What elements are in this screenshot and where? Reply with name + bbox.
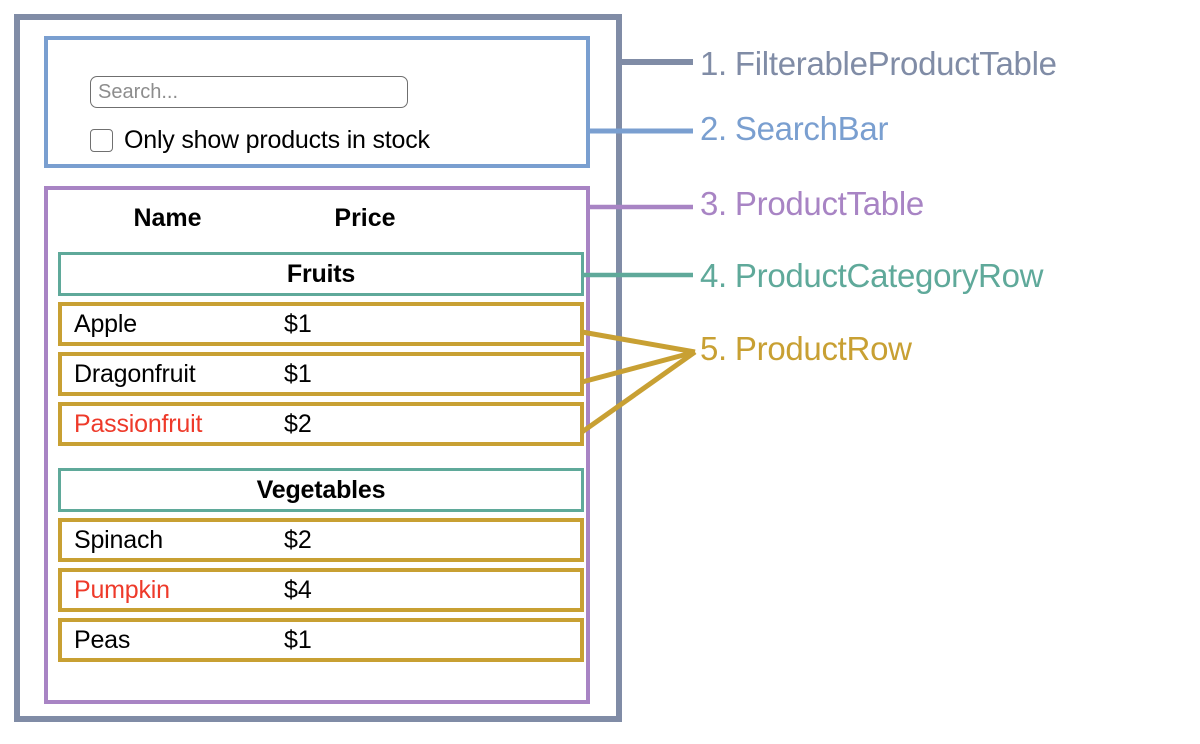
annotation-number-3: 3. bbox=[700, 185, 727, 222]
product-row: Apple $1 bbox=[58, 302, 584, 346]
annotation-label-product-row: 5.ProductRow bbox=[700, 330, 912, 368]
product-price-cell: $2 bbox=[284, 409, 312, 438]
annotation-text-2: SearchBar bbox=[734, 110, 889, 147]
annotation-label-product-category-row: 4.ProductCategoryRow bbox=[700, 257, 1043, 295]
product-category-label: Fruits bbox=[286, 259, 356, 288]
annotation-text-1: FilterableProductTable bbox=[734, 45, 1057, 82]
annotation-number-4: 4. bbox=[700, 257, 727, 294]
product-name-cell: Passionfruit bbox=[74, 409, 203, 438]
product-row: Dragonfruit $1 bbox=[58, 352, 584, 396]
in-stock-filter-row[interactable]: Only show products in stock bbox=[90, 126, 430, 155]
product-name-cell: Apple bbox=[74, 309, 137, 338]
search-bar-outline bbox=[44, 36, 590, 168]
search-input[interactable] bbox=[90, 76, 408, 108]
product-price-cell: $1 bbox=[284, 309, 312, 338]
product-row: Passionfruit $2 bbox=[58, 402, 584, 446]
product-name-cell: Dragonfruit bbox=[74, 359, 196, 388]
annotation-label-filterable-product-table: 1.FilterableProductTable bbox=[700, 45, 1057, 83]
product-name-cell: Pumpkin bbox=[74, 575, 170, 604]
product-row: Peas $1 bbox=[58, 618, 584, 662]
product-category-row: Fruits bbox=[58, 252, 584, 296]
column-header-name: Name bbox=[133, 203, 202, 232]
product-category-row: Vegetables bbox=[58, 468, 584, 512]
annotation-number-1: 1. bbox=[700, 45, 727, 82]
annotation-text-5: ProductRow bbox=[734, 330, 912, 367]
only-in-stock-label: Only show products in stock bbox=[124, 126, 430, 154]
product-price-cell: $1 bbox=[284, 625, 312, 654]
annotation-text-4: ProductCategoryRow bbox=[734, 257, 1044, 294]
product-category-label: Vegetables bbox=[256, 475, 386, 504]
product-price-cell: $1 bbox=[284, 359, 312, 388]
product-table-outline bbox=[44, 186, 590, 704]
table-header-row: Name Price bbox=[60, 196, 578, 240]
annotation-number-2: 2. bbox=[700, 110, 727, 147]
product-price-cell: $4 bbox=[284, 575, 312, 604]
annotation-label-product-table: 3.ProductTable bbox=[700, 185, 924, 223]
annotation-label-search-bar: 2.SearchBar bbox=[700, 110, 888, 148]
product-price-cell: $2 bbox=[284, 525, 312, 554]
product-row: Spinach $2 bbox=[58, 518, 584, 562]
product-name-cell: Peas bbox=[74, 625, 131, 654]
only-in-stock-checkbox[interactable] bbox=[90, 129, 113, 152]
annotation-number-5: 5. bbox=[700, 330, 727, 367]
column-header-price: Price bbox=[334, 203, 396, 232]
annotation-text-3: ProductTable bbox=[734, 185, 924, 222]
product-name-cell: Spinach bbox=[74, 525, 163, 554]
product-row: Pumpkin $4 bbox=[58, 568, 584, 612]
